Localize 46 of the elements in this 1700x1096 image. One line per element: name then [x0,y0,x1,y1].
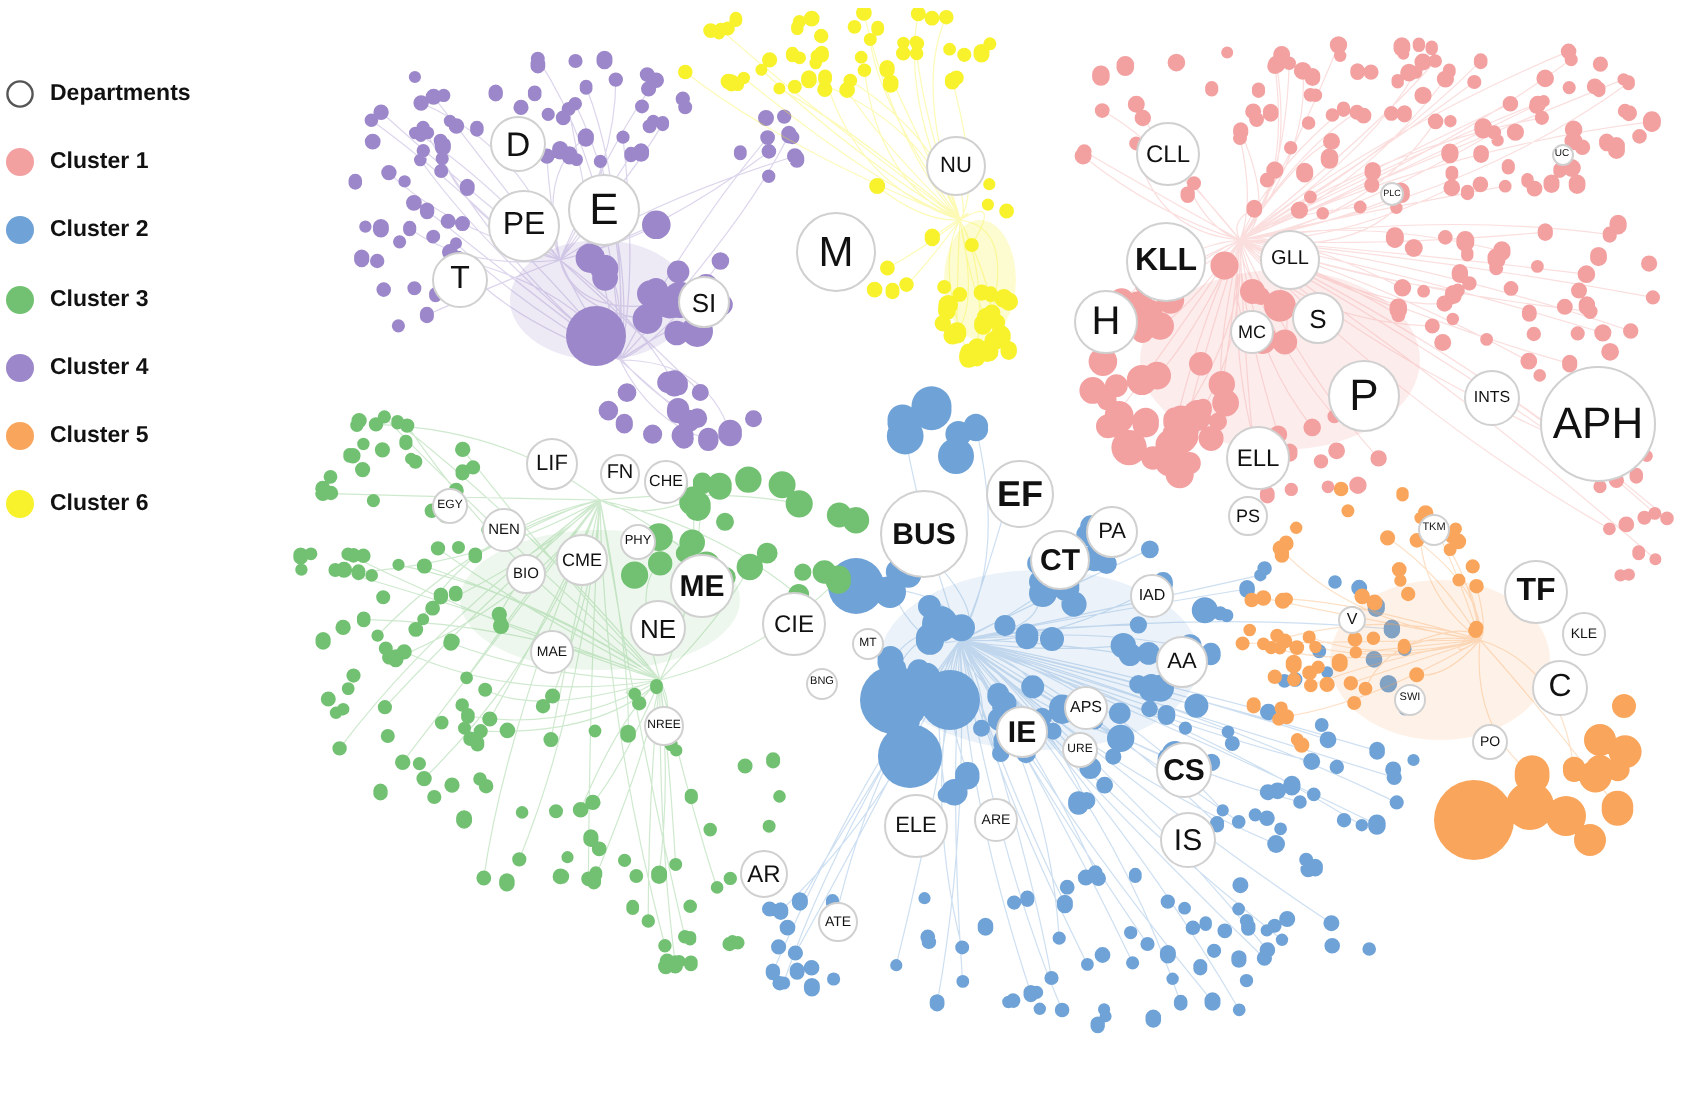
department-node: ELE [884,794,948,858]
department-node: TF [1504,560,1568,624]
department-node: SI [678,276,730,328]
department-node: PS [1228,496,1268,536]
department-node: EF [986,460,1054,528]
department-node: S [1292,292,1344,344]
department-node: PE [488,190,560,262]
department-node: APS [1064,686,1108,730]
department-node: APH [1540,366,1656,482]
department-node: D [490,116,546,172]
department-node: C [1532,660,1588,716]
department-node: LIF [526,438,578,490]
department-node: FN [600,454,640,494]
department-node: CIE [762,592,826,656]
department-node: CS [1156,742,1212,798]
legend-label: Cluster 1 [50,150,149,174]
legend-label: Departments [50,82,191,106]
legend-label: Cluster 4 [50,356,149,380]
legend-label: Cluster 3 [50,288,149,312]
legend-label: Cluster 6 [50,492,149,516]
department-node: T [432,252,488,308]
department-node: H [1074,290,1138,354]
department-node: PA [1086,506,1138,558]
department-node: P [1328,360,1400,432]
legend-label: Cluster 5 [50,424,149,448]
department-node: KLL [1126,222,1206,302]
department-node: NE [630,600,686,656]
department-node: V [1338,606,1366,634]
department-node: CLL [1136,122,1200,186]
department-node: AR [740,850,788,898]
department-node: NU [926,136,986,196]
department-node: GLL [1260,230,1320,290]
department-node: AA [1156,636,1208,688]
department-node: CT [1030,530,1090,590]
department-node: INTS [1464,370,1520,426]
department-node: MC [1230,310,1274,354]
department-node: M [796,212,876,292]
legend-label: Cluster 2 [50,218,149,242]
department-node: IAD [1130,574,1174,618]
department-node: ELL [1226,426,1290,490]
department-node: CME [556,534,608,586]
department-node: BUS [880,490,968,578]
department-node: IS [1160,812,1216,868]
department-node: CHE [644,460,688,504]
department-node: ME [670,554,734,618]
department-node: E [568,174,640,246]
